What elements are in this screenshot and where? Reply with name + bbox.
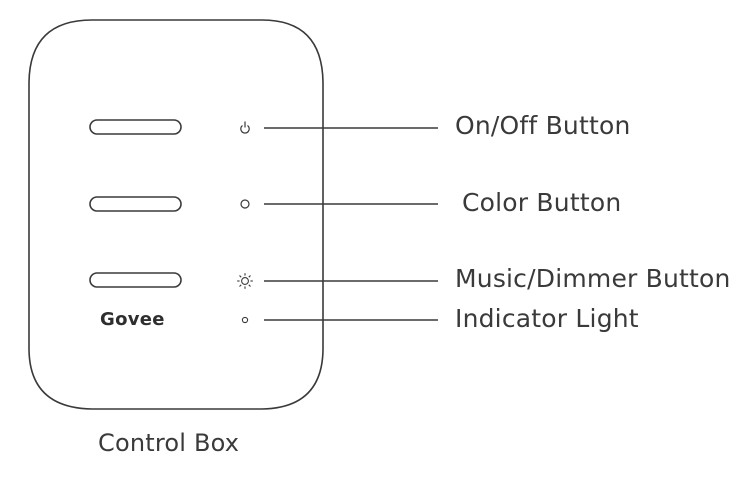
- music-dimmer-button-label: Music/Dimmer Button: [455, 264, 731, 293]
- control-box-caption: Control Box: [98, 429, 240, 457]
- color-button-label: Color Button: [462, 188, 622, 217]
- circle-icon: [240, 199, 250, 209]
- music-dimmer-button[interactable]: [89, 272, 182, 288]
- power-icon: [240, 121, 250, 134]
- sun-icon: [237, 273, 253, 289]
- color-button[interactable]: [89, 196, 182, 212]
- control-box-outline: [28, 19, 324, 410]
- dot-icon: [241, 316, 249, 324]
- indicator-light-label: Indicator Light: [455, 304, 639, 333]
- on-off-button-label: On/Off Button: [455, 111, 631, 140]
- on-off-button[interactable]: [89, 119, 182, 135]
- brand-logo: Govee: [100, 309, 165, 330]
